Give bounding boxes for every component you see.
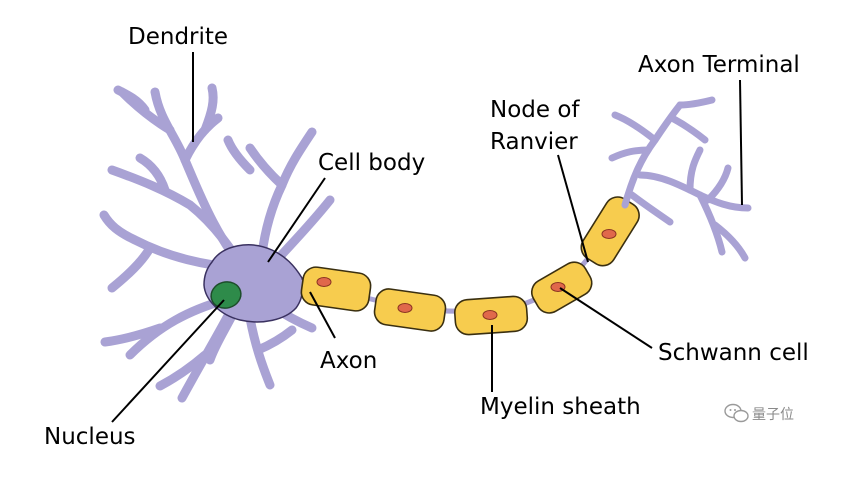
neuron-cell (99, 83, 335, 403)
dendrite-branch (113, 85, 150, 115)
terminal-branch (608, 146, 652, 162)
label-axon: Axon (320, 348, 377, 374)
dendrite-branch (270, 195, 335, 267)
dendrite-branch (253, 325, 297, 355)
terminal-branch (704, 164, 732, 204)
schwann-cell-nucleus (397, 303, 413, 313)
dendrite-branch (245, 143, 287, 190)
nucleus-shape (210, 281, 242, 309)
label-node-of-ranvier-line1: Node of (490, 97, 580, 123)
label-myelin-sheath: Myelin sheath (480, 394, 641, 420)
dendrite-branch (180, 113, 223, 165)
label-axon-terminal: Axon Terminal (638, 52, 800, 78)
dendrites (99, 83, 335, 403)
label-nucleus: Nucleus (44, 424, 136, 450)
schwann-cell-nucleus (482, 310, 498, 320)
label-dendrite: Dendrite (128, 24, 228, 50)
leader-schwann-cell (559, 287, 653, 349)
schwann-cell-nucleus (601, 229, 617, 239)
watermark: 量子位 (724, 403, 794, 423)
terminal-branch (668, 114, 709, 144)
label-schwann-cell: Schwann cell (658, 340, 809, 366)
axon-terminals (608, 96, 752, 262)
dendrite-branch (155, 350, 210, 391)
wechat-icon (724, 403, 749, 423)
myelin-segment (530, 261, 593, 314)
leader-cell-body (267, 177, 326, 263)
leader-lines (111, 52, 743, 423)
watermark-text: 量子位 (752, 407, 794, 423)
terminal-branch (686, 146, 704, 194)
label-cell-body: Cell body (318, 150, 425, 176)
leader-axon (309, 291, 336, 339)
myelin-segment (373, 288, 447, 332)
terminal-branch (611, 111, 659, 144)
schwann-cell-nucleus (316, 277, 332, 287)
leader-axon-terminal (739, 79, 743, 206)
leader-node-of-ranvier (557, 154, 589, 263)
myelin-sheaths (300, 196, 640, 336)
terminal-branch (676, 96, 716, 109)
dendrite-branch (223, 135, 255, 175)
dendrite-branch (100, 323, 165, 347)
leader-nucleus (111, 299, 225, 423)
myelin-segment (300, 266, 372, 312)
label-node-of-ranvier-line2: Ranvier (490, 129, 578, 155)
terminal-branch (711, 221, 749, 262)
dendrite-branch (107, 243, 155, 293)
dendrite-branch (135, 153, 170, 195)
dendrite-branch (200, 83, 218, 135)
terminal-branch (628, 191, 674, 226)
